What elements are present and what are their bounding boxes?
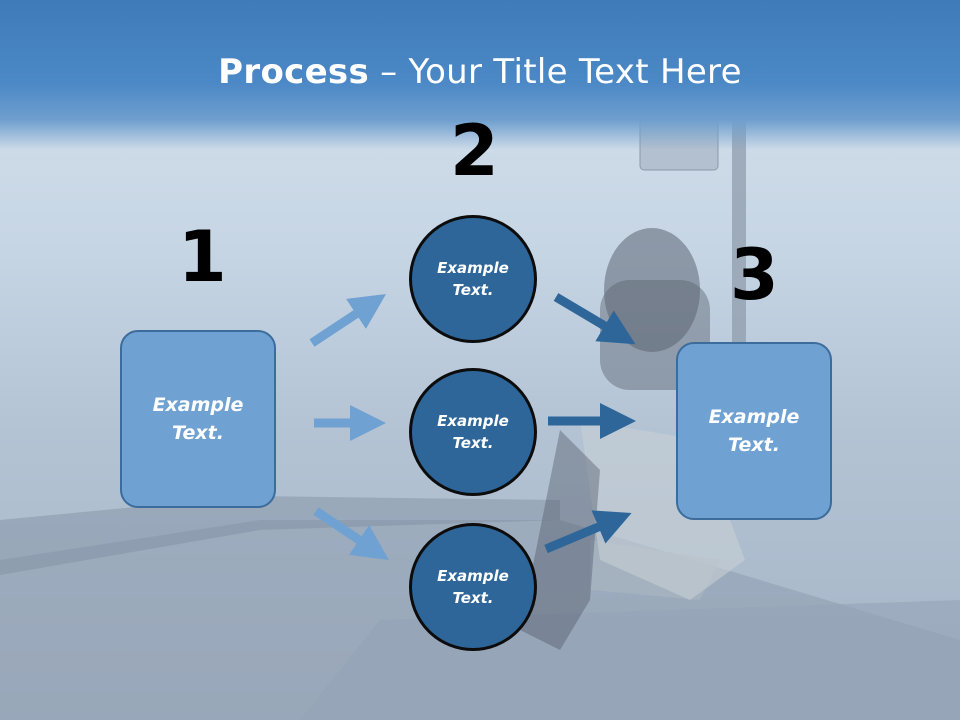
step-number-3: 3 <box>730 234 779 316</box>
title-rest: – Your Title Text Here <box>369 52 742 92</box>
step-number-2: 2 <box>450 110 499 192</box>
circle-top-line2: Text. <box>452 281 494 299</box>
circle-middle-line2: Text. <box>452 434 494 452</box>
step-3-line1: Example <box>708 405 800 428</box>
title-bar <box>0 0 960 150</box>
step-1-line1: Example <box>152 393 244 416</box>
page-title: Process – Your Title Text Here <box>0 52 960 92</box>
arrow-left-to-bottom <box>313 507 389 561</box>
step-3-line2: Text. <box>728 434 780 456</box>
arrow-top-to-right <box>553 293 636 345</box>
circle-top-line1: Example <box>437 258 509 277</box>
circle-middle-line1: Example <box>437 411 509 430</box>
circle-bottom-line1: Example <box>437 566 509 585</box>
arrow-bottom-to-right <box>544 510 632 554</box>
circle-bottom-line2: Text. <box>452 589 494 607</box>
title-bold: Process <box>218 52 370 92</box>
step-1-line2: Text. <box>172 422 224 444</box>
arrow-left-to-top <box>309 294 387 347</box>
step-number-1: 1 <box>178 216 227 298</box>
